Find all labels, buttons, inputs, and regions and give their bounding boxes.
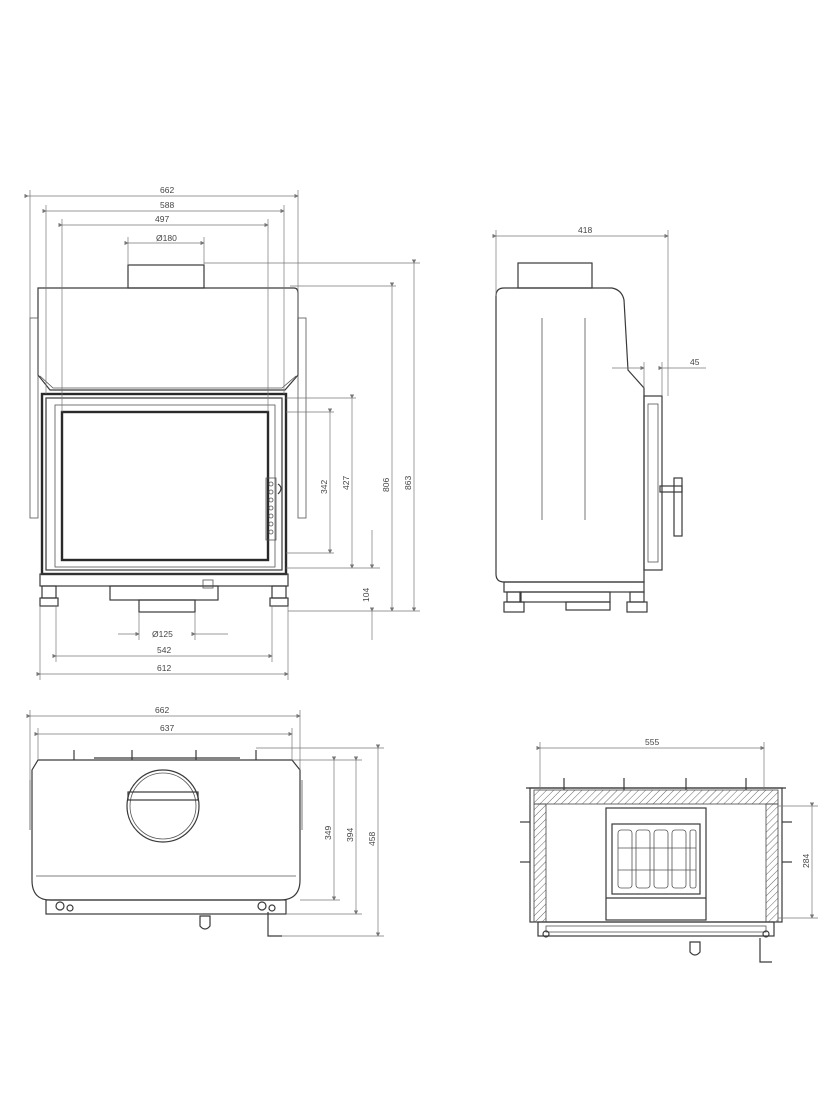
dim-497: 497 bbox=[155, 214, 169, 224]
dim-394: 394 bbox=[345, 828, 355, 842]
dim-542: 542 bbox=[157, 645, 171, 655]
section-left-wall bbox=[533, 803, 547, 923]
dim-863: 863 bbox=[403, 476, 413, 490]
door-latch bbox=[265, 477, 282, 541]
grate-bars bbox=[617, 829, 697, 889]
dim-637: 637 bbox=[160, 723, 174, 733]
top-knob-right bbox=[257, 901, 267, 911]
section-view: 555 284 bbox=[520, 737, 818, 963]
side-door-frame bbox=[643, 395, 663, 571]
dim-662-front: 662 bbox=[160, 185, 174, 195]
dim-662-top: 662 bbox=[155, 705, 169, 715]
front-dims-bottom: Ø125 542 612 bbox=[36, 606, 289, 680]
dim-458: 458 bbox=[367, 832, 377, 846]
grate bbox=[605, 807, 707, 921]
front-dims-top: 662 588 497 Ø180 bbox=[24, 185, 299, 412]
side-view: 418 45 bbox=[492, 225, 706, 613]
door-frame bbox=[40, 392, 288, 576]
side-flue-collar bbox=[517, 262, 593, 289]
dim-342: 342 bbox=[319, 480, 329, 494]
side-handle bbox=[659, 485, 683, 493]
top-knob-left bbox=[55, 901, 65, 911]
dim-806: 806 bbox=[381, 478, 391, 492]
dim-284: 284 bbox=[801, 854, 811, 868]
top-view: 662 637 349 394 458 bbox=[26, 705, 384, 937]
front-view: 662 588 497 Ø180 342 42 bbox=[24, 185, 420, 680]
dim-588: 588 bbox=[160, 200, 174, 210]
ash-drawer bbox=[109, 585, 219, 601]
dim-427: 427 bbox=[341, 476, 351, 490]
leg-right bbox=[271, 585, 287, 599]
dim-612: 612 bbox=[157, 663, 171, 673]
dim-104: 104 bbox=[361, 588, 371, 602]
front-dims-right: 342 427 104 806 863 bbox=[204, 259, 420, 640]
dim-flue-180: Ø180 bbox=[156, 233, 177, 243]
dim-air-125: Ø125 bbox=[152, 629, 173, 639]
glass-panel bbox=[60, 410, 270, 562]
top-flue-ring bbox=[126, 769, 200, 843]
dim-418: 418 bbox=[578, 225, 592, 235]
dim-45: 45 bbox=[690, 357, 700, 367]
section-right-wall bbox=[765, 803, 779, 923]
side-body bbox=[495, 287, 645, 583]
flue-collar bbox=[127, 264, 205, 289]
top-body-outline bbox=[31, 759, 301, 901]
leg-left bbox=[41, 585, 57, 599]
section-top-wall bbox=[533, 789, 779, 805]
dim-555: 555 bbox=[645, 737, 659, 747]
dim-349: 349 bbox=[323, 826, 333, 840]
hood bbox=[37, 287, 299, 391]
